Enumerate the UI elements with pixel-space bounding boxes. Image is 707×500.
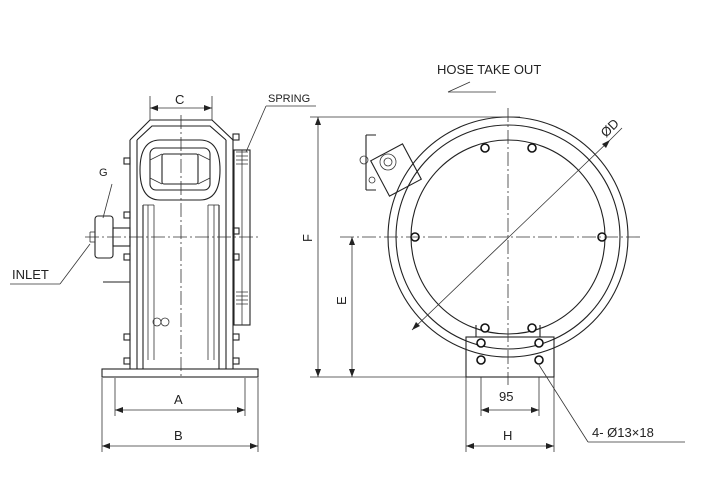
b-label: B: [174, 428, 183, 443]
dimension-f: [310, 116, 520, 378]
front-view: [340, 108, 640, 385]
side-view-leaders: [10, 105, 316, 285]
dimension-b: [101, 378, 259, 452]
dimension-h: [465, 377, 555, 452]
d-label: ØD: [598, 116, 622, 140]
dimension-c: [149, 96, 213, 120]
f-label: F: [300, 234, 315, 242]
a-label: A: [174, 392, 183, 407]
inlet-label: INLET: [12, 267, 49, 282]
c-label: C: [175, 92, 184, 107]
spring-label: SPRING: [268, 93, 310, 105]
side-view: [85, 115, 259, 378]
dim-95-label: 95: [499, 389, 513, 404]
holes-label: 4- Ø13×18: [592, 425, 654, 440]
dimension-e: [349, 237, 355, 377]
g-label: G: [99, 167, 108, 179]
hose-take-out-arrow: [447, 81, 496, 93]
hose-take-out-label: HOSE TAKE OUT: [437, 62, 541, 77]
dimension-a: [114, 378, 246, 416]
e-label: E: [334, 296, 349, 305]
holes-leader: [538, 364, 685, 443]
dimension-95: [480, 377, 540, 416]
h-label: H: [503, 428, 512, 443]
